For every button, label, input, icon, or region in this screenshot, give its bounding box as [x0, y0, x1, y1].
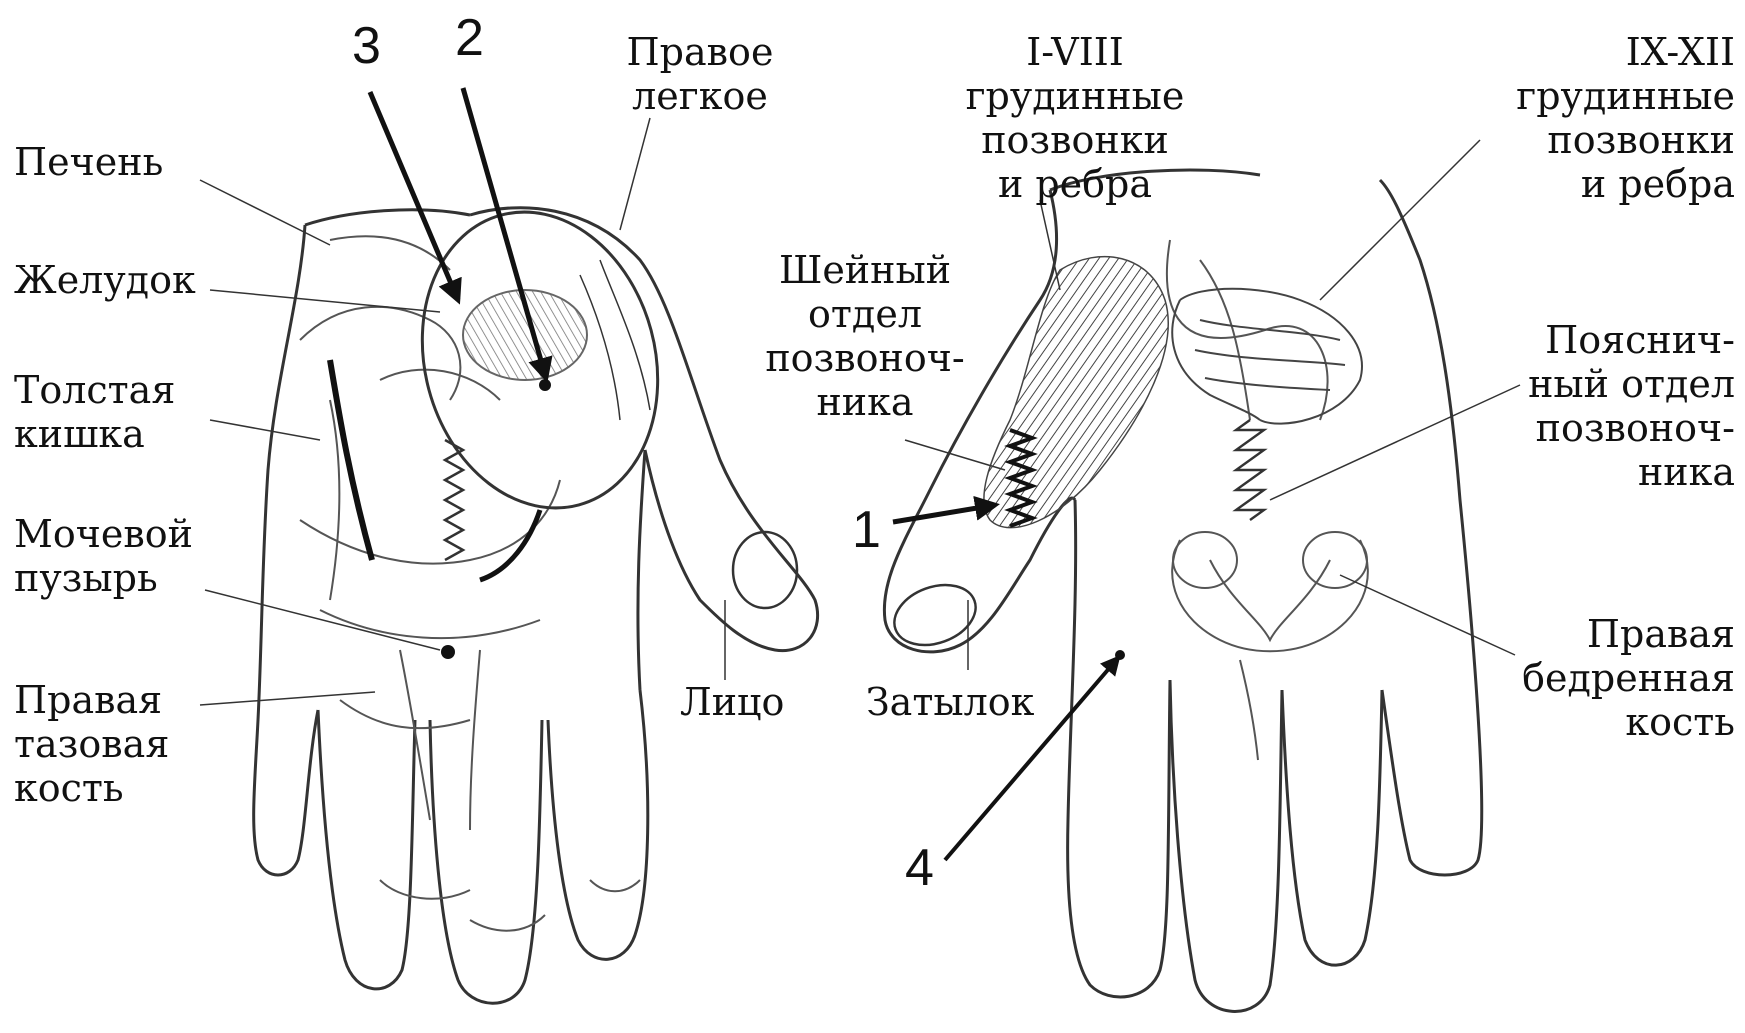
label-bladder-line-1: Мочевой	[14, 512, 193, 556]
marker-2: 2	[455, 10, 484, 66]
label-pelvis-line-1: Правая	[14, 678, 169, 722]
marker-1: 1	[852, 502, 881, 558]
label-pelvis-line-2: тазовая	[14, 722, 169, 766]
label-occiput: Затылок	[866, 680, 1034, 724]
label-lumbar-line-4: ника	[1480, 450, 1735, 494]
back-leader-lines	[905, 140, 1520, 670]
back-hand-outline	[884, 170, 1481, 1011]
marker-4: 4	[905, 840, 934, 896]
label-cervical-line-3: позвоноч-	[760, 336, 970, 380]
label-thoracic-9-12-line-2: грудинные	[1460, 74, 1735, 118]
label-cervical-line-4: ника	[760, 380, 970, 424]
label-lumbar-line-1: Пояснич-	[1480, 318, 1735, 362]
label-thoracic-1-8-line-1: I-VIII	[940, 30, 1210, 74]
label-face: Лицо	[680, 680, 784, 724]
label-cervical-line-2: отдел	[760, 292, 970, 336]
ribs-region	[984, 257, 1168, 528]
label-liver: Печень	[14, 140, 163, 184]
label-thoracic-1-8-line-2: грудинные	[940, 74, 1210, 118]
label-colon-line-1: Толстая	[14, 368, 175, 412]
label-thoracic-9-12-line-3: позвонки	[1460, 118, 1735, 162]
label-cervical-line-1: Шейный	[760, 248, 970, 292]
label-femur-line-2: бедренная	[1480, 656, 1735, 700]
label-thoracic-1-8-line-3: позвонки	[940, 118, 1210, 162]
bladder-point	[441, 645, 455, 659]
label-bladder: Мочевой пузырь	[14, 512, 193, 600]
label-right-lung-line-1: Правое	[605, 30, 795, 74]
label-bladder-line-2: пузырь	[14, 556, 193, 600]
thoracic-spine-region	[1172, 289, 1362, 424]
label-colon-line-2: кишка	[14, 412, 175, 456]
label-cervical: Шейный отдел позвоноч- ника	[760, 248, 970, 424]
label-lumbar-line-3: позвоноч-	[1480, 406, 1735, 450]
colon-line	[330, 360, 372, 560]
label-right-lung-line-2: легкое	[605, 74, 795, 118]
arrow-3	[370, 92, 458, 300]
label-pelvis: Правая тазовая кость	[14, 678, 169, 810]
label-right-lung: Правое легкое	[605, 30, 795, 118]
label-pelvis-line-3: кость	[14, 766, 169, 810]
label-thoracic-1-8: I-VIII грудинные позвонки и ребра	[940, 30, 1210, 206]
label-femur: Правая бедренная кость	[1480, 612, 1735, 744]
label-colon: Толстая кишка	[14, 368, 175, 456]
label-thoracic-9-12-line-4: и ребра	[1460, 162, 1735, 206]
marker-3: 3	[352, 18, 381, 74]
label-stomach: Желудок	[14, 258, 196, 302]
label-lumbar-line-2: ный отдел	[1480, 362, 1735, 406]
label-thoracic-1-8-line-4: и ребра	[940, 162, 1210, 206]
label-lumbar: Пояснич- ный отдел позвоноч- ника	[1480, 318, 1735, 494]
label-thoracic-9-12: IX-XII грудинные позвонки и ребра	[1460, 30, 1735, 206]
label-femur-line-3: кость	[1480, 700, 1735, 744]
palm-leader-lines	[200, 118, 725, 705]
back-spine-sketch	[1167, 240, 1368, 760]
label-thoracic-9-12-line-1: IX-XII	[1460, 30, 1735, 74]
arrow-1	[893, 505, 995, 522]
label-femur-line-1: Правая	[1480, 612, 1735, 656]
